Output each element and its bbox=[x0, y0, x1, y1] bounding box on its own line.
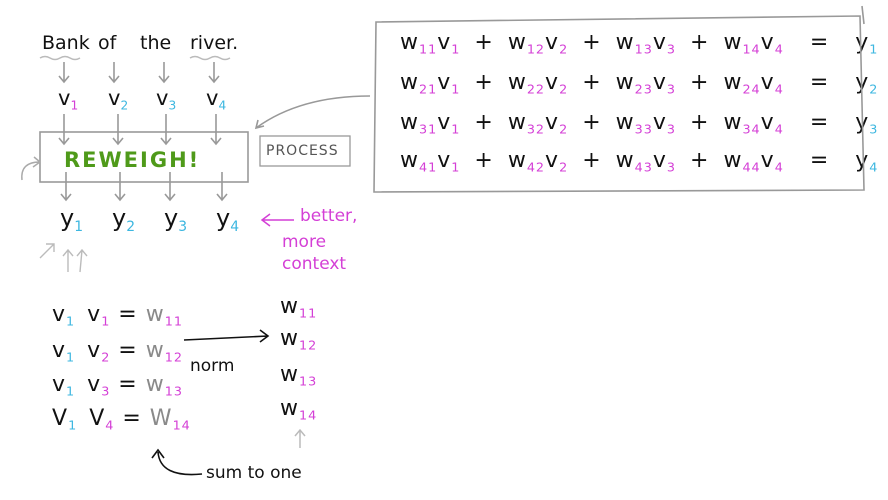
sum-to-one-label: sum to one bbox=[206, 463, 302, 483]
equals-sign: = bbox=[801, 70, 838, 95]
normalized-weight: w14 bbox=[280, 396, 318, 424]
equation-result: y1 bbox=[855, 30, 879, 58]
weighted-term: w12v2 bbox=[507, 30, 569, 58]
equation-row: w11v1 + w12v2 + w13v3 + w14v4 = y1 bbox=[400, 30, 879, 58]
weighted-term: w22v2 bbox=[507, 70, 569, 98]
reweigh-box bbox=[39, 131, 249, 183]
weighted-term: w34v4 bbox=[723, 110, 784, 138]
norm-label: norm bbox=[190, 356, 235, 376]
weighted-term: w32v2 bbox=[507, 110, 569, 138]
weighted-term: w23v3 bbox=[615, 70, 677, 98]
plus-sign: + bbox=[466, 110, 502, 135]
equations-border bbox=[373, 15, 865, 193]
loop-arrow bbox=[21, 156, 42, 181]
process-label: PROCESS bbox=[266, 143, 339, 159]
annotation-better: better, bbox=[300, 206, 358, 226]
plus-sign: + bbox=[574, 30, 610, 55]
plus-sign: + bbox=[682, 148, 718, 173]
equals-sign: = bbox=[801, 148, 838, 173]
v-token-4: v4 bbox=[206, 86, 227, 113]
arrows-into-y1 bbox=[39, 243, 88, 273]
arrow-better bbox=[260, 213, 294, 227]
plus-sign: + bbox=[574, 70, 610, 95]
y-token-4: y4 bbox=[216, 204, 240, 235]
plus-sign: + bbox=[574, 148, 610, 173]
plus-sign: + bbox=[466, 148, 502, 173]
arrows-word-to-v bbox=[58, 62, 220, 84]
equals-sign: = bbox=[110, 338, 146, 363]
annotation-context: context bbox=[282, 254, 347, 274]
equals-sign: = bbox=[110, 302, 146, 327]
y-token-3: y3 bbox=[164, 204, 188, 235]
equation-row: w21v1 + w22v2 + w23v3 + w24v4 = y2 bbox=[400, 70, 878, 98]
plus-sign: + bbox=[574, 110, 610, 135]
plus-sign: + bbox=[466, 70, 502, 95]
reweigh-label: REWEIGH! bbox=[64, 148, 201, 172]
dot-product-row: v1 v1 = w11 bbox=[52, 302, 183, 330]
dot-product-row: v1 v2 = w12 bbox=[52, 338, 183, 366]
equation-row: w41v1 + w42v2 + w43v3 + w44v4 = y4 bbox=[400, 148, 879, 176]
weighted-term: w24v4 bbox=[723, 70, 784, 98]
arrows-box-to-y bbox=[60, 172, 228, 202]
sentence-word-of: of bbox=[98, 32, 117, 54]
weighted-term: w11v1 bbox=[400, 30, 461, 58]
plus-sign: + bbox=[682, 110, 718, 135]
weighted-term: w14v4 bbox=[723, 30, 784, 58]
dot-product-row: v1 v3 = w13 bbox=[52, 372, 183, 400]
normalized-weight: w11 bbox=[280, 294, 318, 322]
underline-river bbox=[189, 55, 231, 61]
weighted-term: w21v1 bbox=[400, 70, 461, 98]
v-token-3: v3 bbox=[156, 86, 177, 113]
weighted-term: w43v3 bbox=[615, 148, 677, 176]
sentence-word-bank: Bank bbox=[42, 32, 90, 54]
dot-product-row: V1 V4 = W14 bbox=[52, 406, 191, 434]
equals-sign: = bbox=[801, 30, 838, 55]
arrow-equations-to-process bbox=[254, 95, 371, 130]
equals-sign: = bbox=[801, 110, 838, 135]
weighted-term: w41v1 bbox=[400, 148, 461, 176]
plus-sign: + bbox=[682, 70, 718, 95]
annotation-more: more bbox=[282, 232, 327, 252]
norm-arrow bbox=[183, 329, 270, 343]
weighted-term: w44v4 bbox=[723, 148, 784, 176]
equals-sign: = bbox=[114, 406, 150, 431]
plus-sign: + bbox=[466, 30, 502, 55]
equation-result: y4 bbox=[855, 148, 879, 176]
equation-row: w31v1 + w32v2 + w33v3 + w34v4 = y3 bbox=[400, 110, 878, 138]
v-token-2: v2 bbox=[108, 86, 129, 113]
sum-to-one-arrow bbox=[151, 448, 203, 476]
arrow-under-w14 bbox=[294, 428, 306, 448]
arrows-v-to-box bbox=[58, 114, 222, 146]
sentence-word-river: river. bbox=[190, 32, 239, 54]
equals-sign: = bbox=[110, 372, 146, 397]
y-token-2: y2 bbox=[112, 204, 136, 235]
sentence-word-the: the bbox=[140, 32, 172, 54]
weighted-term: w42v2 bbox=[507, 148, 569, 176]
v-token-1: v1 bbox=[58, 86, 79, 113]
process-box bbox=[259, 135, 351, 167]
y-token-1: y1 bbox=[60, 204, 84, 235]
weighted-term: w33v3 bbox=[615, 110, 677, 138]
normalized-weight: w12 bbox=[280, 326, 318, 354]
underline-bank bbox=[39, 55, 81, 61]
weighted-term: w13v3 bbox=[615, 30, 677, 58]
weighted-term: w31v1 bbox=[400, 110, 461, 138]
plus-sign: + bbox=[682, 30, 718, 55]
normalized-weight: w13 bbox=[280, 362, 318, 390]
